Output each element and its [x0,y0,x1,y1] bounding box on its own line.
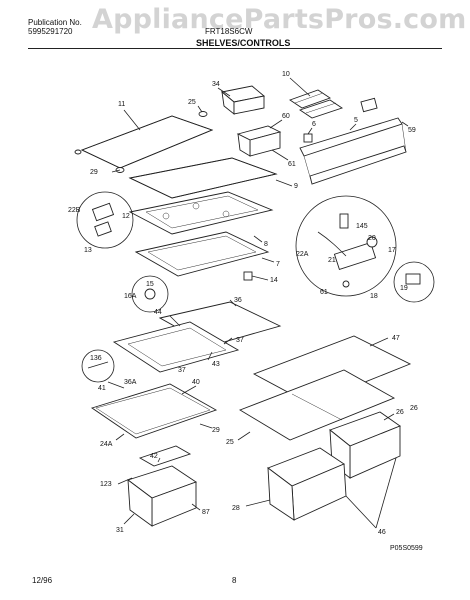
callout-36: 36 [234,297,242,304]
callout-26: 26 [396,409,404,416]
callout-13: 13 [84,247,92,254]
control-housing-5 [299,117,407,185]
detail-circle-136 [81,349,115,383]
shelf-stop-14 [243,271,253,281]
callout-26b: 26 [410,405,418,412]
callout-19: 19 [400,285,408,292]
callout-5: 5 [354,117,358,124]
detail-circle-16a [131,275,169,313]
callout-6: 6 [312,121,316,128]
detail-circle-thermostat [295,195,397,297]
callout-24a: 24A [100,441,113,448]
section-title: SHELVES/CONTROLS [196,38,291,48]
callout-59: 59 [408,127,416,134]
footer-page-number: 8 [232,576,237,585]
callout-8: 8 [264,241,268,248]
callout-21: 21 [328,257,336,264]
callout-87: 87 [202,509,210,516]
callout-42: 42 [150,453,158,460]
callout-41: 41 [98,385,106,392]
publication-number: 5995291720 [28,27,73,36]
shelf-frame-8 [128,191,274,235]
egg-tray-10 [289,89,344,119]
callout-7: 7 [276,261,280,268]
callout-28: 28 [232,505,240,512]
callout-10: 10 [282,71,290,78]
callout-9: 9 [294,183,298,190]
glass-shelf-40 [90,383,218,439]
model-code: FRT18S6CW [205,27,253,36]
callout-29b: 29 [212,427,220,434]
callout-16a: 16A [124,293,137,300]
crisper-drawer-26 [329,411,401,479]
figure-code: P05S0599 [390,545,423,552]
callout-17: 17 [388,247,396,254]
glass-shelf-9 [128,157,278,199]
callout-22a: 22A [296,251,309,258]
crisper-cover-36 [112,301,282,373]
callout-40: 40 [192,379,200,386]
callout-22b: 22B [68,207,81,214]
footer-date: 12/96 [32,576,53,585]
callout-47: 47 [392,335,400,342]
wire-shelf-11 [80,115,214,169]
callout-36a: 36A [124,379,137,386]
callout-14: 14 [270,277,278,284]
callout-43: 43 [212,361,220,368]
callout-34: 34 [212,81,220,88]
callout-18: 18 [370,293,378,300]
callout-37b: 37 [178,367,186,374]
callout-123: 123 [100,481,112,488]
header-rule [28,48,442,49]
callout-60: 60 [282,113,290,120]
detail-circle-right [393,261,435,303]
leader-lines [107,77,409,529]
shelf-frame-7 [134,231,270,277]
callout-145: 145 [356,223,368,230]
callout-12: 12 [122,213,130,220]
detail-circle-left [76,191,134,249]
control-knob-6 [303,97,378,143]
callout-25b: 25 [226,439,234,446]
callout-46: 46 [378,529,386,536]
crisper-drawer-28 [267,447,347,521]
dairy-bin-34 [220,85,266,115]
callout-15: 15 [146,281,154,288]
publication-label: Publication No. [28,18,82,27]
callout-11: 11 [118,101,125,108]
callout-44: 44 [154,309,162,316]
crisper-frame-25 [238,369,396,441]
callout-20: 20 [368,235,376,242]
callout-136: 136 [90,355,102,362]
callout-61b: 61 [320,289,328,296]
callout-31: 31 [116,527,124,534]
callout-61: 61 [288,161,296,168]
callout-37: 37 [236,337,244,344]
callout-29: 29 [90,169,98,176]
meat-keeper-31 [127,465,197,527]
callout-25: 25 [188,99,196,106]
meat-keeper-cover-42 [138,445,192,467]
watermark: AppliancePartsPros.com [92,4,467,35]
